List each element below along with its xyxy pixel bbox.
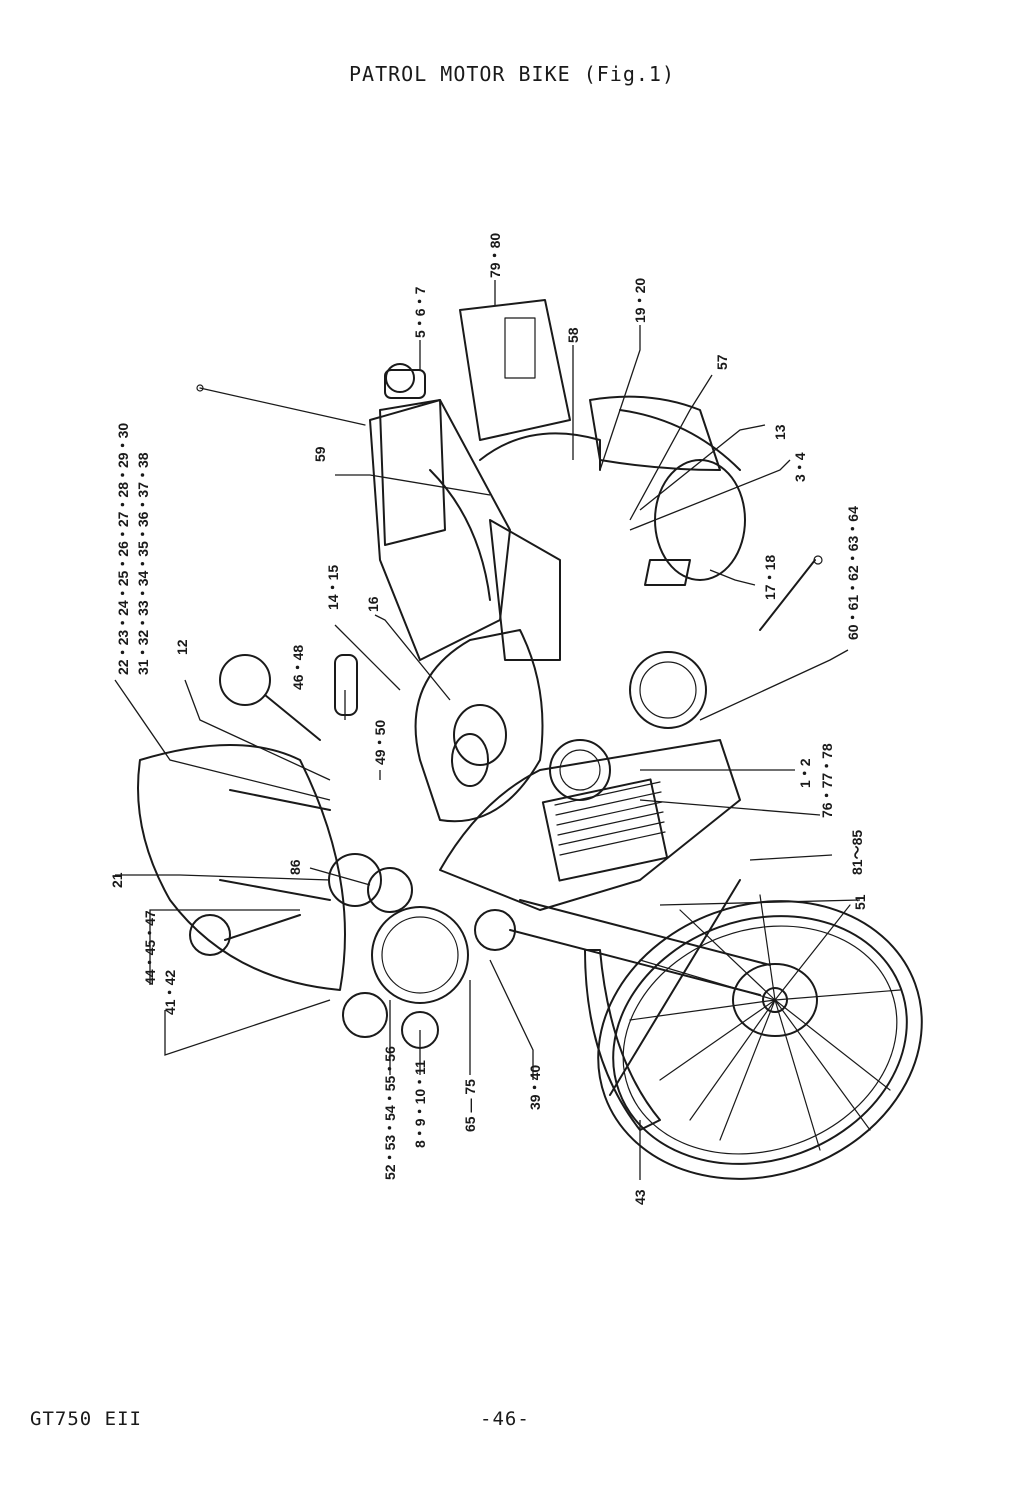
callout-label-5-6-7: 5・6・7 <box>412 286 428 338</box>
callout-label-1-2: 1・2 <box>797 758 813 788</box>
callout-label-57: 57 <box>714 354 730 370</box>
callout-label-81-85: 81～85 <box>849 830 865 875</box>
callout-label-44-47: 44・45・47 <box>142 910 158 985</box>
callout-label-31-38: 31・32・33・34・35・36・37・38 <box>135 452 151 675</box>
callout-label-51: 51 <box>852 894 868 910</box>
front-wheel <box>584 894 923 1180</box>
callout-label-8-11: 8・9・10・11 <box>412 1060 428 1148</box>
callout-label-22-30: 22・23・24・25・26・27・28・29・30 <box>115 423 131 675</box>
callout-label-86: 86 <box>287 859 303 875</box>
callout-label-52-56: 52・53・54・55・56 <box>382 1046 398 1180</box>
callout-label-17-18: 17・18 <box>762 555 778 600</box>
motorbike-illustration <box>137 299 923 1180</box>
callout-label-49-50: 49・50 <box>372 720 388 765</box>
callout-label-59: 59 <box>312 446 328 462</box>
callout-label-13: 13 <box>772 424 788 440</box>
callout-label-41-42: 41・42 <box>162 970 178 1015</box>
callout-leader-lines <box>114 280 861 1180</box>
callout-label-21: 21 <box>109 872 125 888</box>
callout-label-79-80: 79・80 <box>487 233 503 278</box>
callout-label-19-20: 19・20 <box>632 278 648 323</box>
callout-label-58: 58 <box>565 327 581 343</box>
callout-label-14-15: 14・15 <box>325 565 341 610</box>
callout-label-76-78: 76・77・78 <box>819 743 835 818</box>
callout-label-16: 16 <box>365 596 381 612</box>
callout-label-46-48: 46・48 <box>290 645 306 690</box>
page-number: -46- <box>480 1408 530 1430</box>
callout-label-12: 12 <box>174 639 190 655</box>
callout-label-43: 43 <box>632 1189 648 1205</box>
callout-label-65-75: 65 ― 75 <box>462 1079 478 1132</box>
callout-labels: 79・80 5・6・7 58 19・20 57 13 3・4 59 22・23・… <box>109 233 868 1205</box>
model-code: GT750 EII <box>30 1408 142 1430</box>
callout-label-39-40: 39・40 <box>527 1065 543 1110</box>
callout-label-3-4: 3・4 <box>792 452 808 482</box>
callout-label-60-64: 60・61・62・63・64 <box>845 506 861 640</box>
figure-title: PATROL MOTOR BIKE (Fig.1) <box>348 62 676 86</box>
